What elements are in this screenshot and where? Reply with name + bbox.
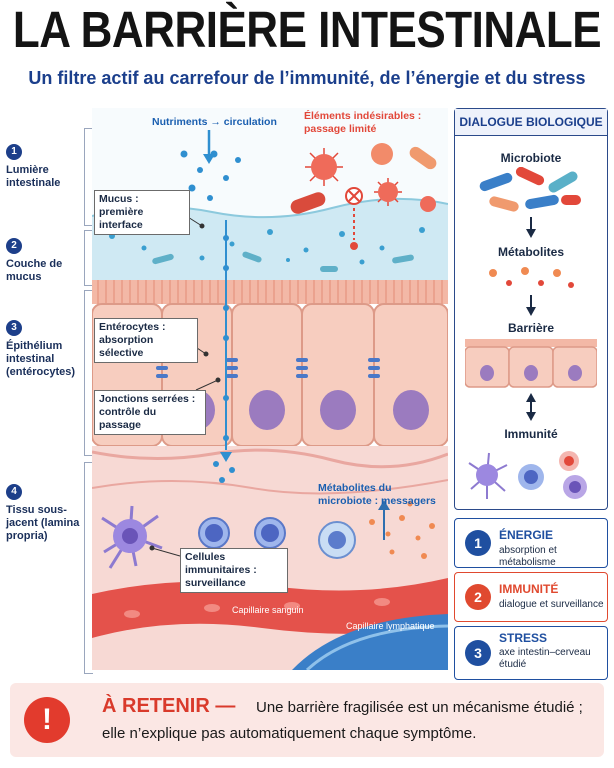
step-immunity: Immunité (504, 427, 558, 441)
takeaway-line2: elle n’explique pas automatiquement chaq… (102, 725, 477, 742)
pathogens (290, 143, 437, 214)
arrow-down-icon (526, 295, 536, 316)
barrier-cells-icon (465, 339, 597, 388)
layer-label-text: Tissu sous-jacent (lamina propria) (6, 504, 80, 542)
layer-bracket (84, 230, 93, 286)
box-immunity: 2 IMMUNITÉ dialogue et surveillance (454, 572, 608, 622)
layer-label-mucus: 2 Couche de mucus (6, 238, 88, 284)
junctions-callout: Jonctions serrées : contrôle du passage (94, 390, 206, 435)
mucus-callout: Mucus : première interface (94, 190, 190, 235)
step-barrier: Barrière (507, 321, 555, 335)
panel-heading: DIALOGUE BIOLOGIQUE (455, 109, 607, 136)
arrow-down-icon (526, 217, 536, 238)
layer-number: 4 (6, 484, 22, 500)
layer-label-text: Épithélium intestinal (entérocytes) (6, 340, 76, 378)
metabolites-up-arrow (378, 500, 390, 540)
blood-capillary-label: Capillaire sanguin (232, 605, 304, 615)
undesirables-label: Éléments indésirables : passage limité (304, 110, 422, 135)
box-text: absorption et métabolisme (499, 545, 557, 568)
microvilli-band (92, 280, 448, 304)
box-text: dialogue et surveillance (499, 599, 604, 610)
layer-bracket (84, 290, 93, 456)
subtitle: Un filtre actif au carrefour de l’immuni… (28, 68, 586, 88)
dendritic-cell (101, 505, 163, 569)
enterocytes-callout: Entérocytes : absorption sélective (94, 318, 198, 363)
step-microbiota: Microbiote (500, 151, 562, 165)
box-energy: 1 ÉNERGIE absorption et métabolisme (454, 518, 608, 568)
immune-callout: Cellules immunitaires : surveillance (180, 548, 288, 593)
box-title: IMMUNITÉ (499, 582, 559, 596)
immune-cells-icon (468, 451, 587, 499)
layer-bracket (84, 462, 93, 674)
layer-label-text: Lumière intestinale (6, 164, 61, 189)
box-title: STRESS (499, 631, 548, 645)
layer-label-text: Couche de mucus (6, 258, 63, 283)
layer-label-epithelium: 3 Épithélium intestinal (entérocytes) (6, 320, 88, 379)
main-title: LA BARRIÈRE INTESTINALE (12, 2, 602, 59)
barrier-illustration (91, 108, 449, 672)
box-text: axe intestin–cerveau étudié (499, 647, 591, 670)
metabolites-icon (489, 267, 574, 288)
box-stress: 3 STRESS axe intestin–cerveau étudié (454, 626, 608, 680)
blocked-icon (345, 187, 363, 250)
nutrient-arrow (203, 130, 215, 164)
absorption-path (213, 220, 235, 483)
box-title: ÉNERGIE (499, 528, 554, 542)
warning-icon: ! (24, 697, 70, 743)
layer-number: 2 (6, 238, 22, 254)
takeaway-banner: ! À RETENIR — Une barrière fragilisée es… (10, 683, 604, 757)
mucus-bacteria (152, 251, 414, 272)
lymph-capillary-label: Capillaire lymphatique (346, 621, 435, 631)
metabolites-callout: Métabolites du microbiote : messagers (318, 482, 436, 507)
microvilli (97, 280, 443, 304)
box-number: 3 (465, 640, 491, 666)
lymphocytes (198, 517, 356, 559)
step-metabolites: Métabolites (497, 245, 564, 259)
takeaway-title: À RETENIR — (102, 695, 236, 717)
intestinal-barrier-diagram: Nutriments → circulation Éléments indési… (91, 108, 449, 672)
box-number: 1 (465, 530, 491, 556)
layer-label-lamina: 4 Tissu sous-jacent (lamina propria) (6, 484, 88, 543)
takeaway-line1: Une barrière fragilisée est un mécanisme… (256, 699, 583, 716)
box-number: 2 (465, 584, 491, 610)
metabolite-dots (369, 501, 435, 559)
arrow-updown-icon (526, 393, 536, 421)
blood-capillary (92, 578, 448, 638)
nutrients-label: Nutriments → circulation (152, 116, 277, 128)
dialogue-panel: DIALOGUE BIOLOGIQUE Microbiote Métabolit… (454, 108, 608, 510)
tight-junctions (156, 358, 380, 378)
bacteria-icon (479, 167, 581, 212)
layer-bracket (84, 128, 93, 226)
layer-label-lumen: 1 Lumière intestinale (6, 144, 88, 190)
layer-number: 3 (6, 320, 22, 336)
layer-number: 1 (6, 144, 22, 160)
